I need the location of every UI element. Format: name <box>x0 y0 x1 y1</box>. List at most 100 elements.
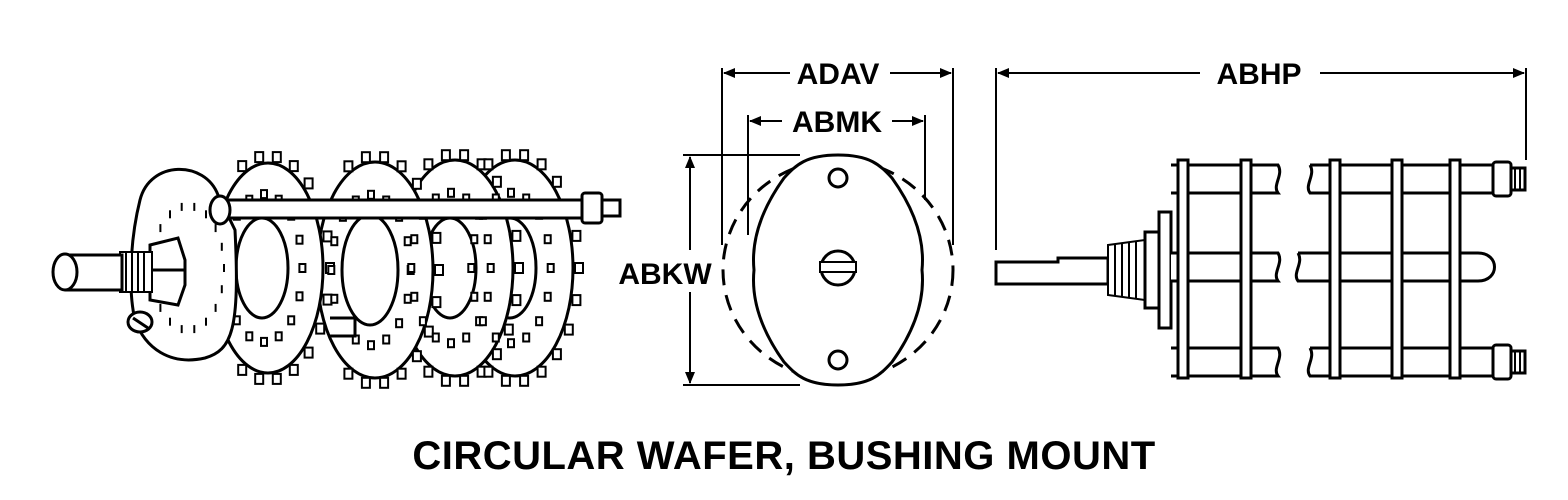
contact-tooth <box>396 367 407 380</box>
contact-slot <box>462 332 471 343</box>
contact-tooth <box>431 296 442 309</box>
contact-slot <box>507 338 515 349</box>
contact-tooth <box>551 175 562 188</box>
contact-slot <box>367 189 375 200</box>
contact-slot <box>327 265 336 275</box>
contact-slot <box>410 234 419 245</box>
contact-slot <box>431 332 440 343</box>
threaded-bushing <box>119 251 153 293</box>
contact-tooth <box>271 372 282 385</box>
contact-slot <box>507 187 515 198</box>
contact-slot <box>478 316 487 327</box>
side-rods-right <box>1294 163 1497 378</box>
contact-tooth <box>514 262 524 274</box>
contact-slot <box>546 263 555 273</box>
dim-abmk <box>747 115 926 235</box>
contact-tooth <box>423 365 434 378</box>
contact-tooth <box>511 229 522 242</box>
side-wafer-plates <box>1176 158 1462 380</box>
contact-slot <box>403 236 412 247</box>
contact-tooth <box>411 350 422 363</box>
contact-tooth <box>343 160 354 173</box>
contact-tooth <box>303 177 314 190</box>
contact-slot <box>447 338 455 349</box>
contact-tooth <box>500 374 511 387</box>
contact-tooth <box>511 294 522 307</box>
contact-tooth <box>563 323 574 336</box>
contact-tooth <box>254 372 265 385</box>
contact-tooth <box>288 160 299 173</box>
contact-tooth <box>423 325 434 338</box>
contact-tooth <box>483 158 494 171</box>
contact-slot <box>467 263 476 273</box>
contact-tooth <box>491 175 502 188</box>
contact-slot <box>491 332 500 343</box>
contact-tooth <box>574 262 584 274</box>
side-end-nut-top <box>1491 160 1527 198</box>
contact-slot <box>486 263 495 273</box>
contact-tooth <box>396 160 407 173</box>
contact-slot <box>447 187 455 198</box>
contact-tooth <box>431 231 442 244</box>
contact-tooth <box>571 229 582 242</box>
isometric-switch-view <box>51 149 622 389</box>
contact-slot <box>403 293 412 304</box>
side-view <box>994 68 1527 381</box>
dim-label-abmk: ABMK <box>792 106 882 139</box>
contact-slot <box>470 234 479 245</box>
contact-slot <box>330 236 339 247</box>
side-threaded-bushing <box>1107 238 1146 302</box>
contact-tooth <box>434 264 444 276</box>
contact-tooth <box>440 149 451 162</box>
contact-slot <box>522 332 531 343</box>
mounting-hole-top <box>827 167 849 189</box>
contact-tooth <box>519 374 530 387</box>
contact-slot <box>483 234 492 245</box>
contact-slot <box>274 331 283 342</box>
contact-tooth <box>271 151 282 164</box>
contact-tooth <box>500 149 511 162</box>
side-end-nut-bottom <box>1491 343 1527 381</box>
contact-tooth <box>483 365 494 378</box>
contact-slot <box>298 263 307 273</box>
contact-slot <box>483 291 492 302</box>
contact-tooth <box>503 323 514 336</box>
contact-slot <box>295 291 304 302</box>
contact-slot <box>407 263 416 273</box>
contact-slot <box>395 318 404 329</box>
shaft <box>51 252 124 292</box>
contact-slot <box>535 316 544 327</box>
contact-slot <box>260 336 268 347</box>
contact-tooth <box>315 322 326 335</box>
contact-slot <box>382 334 391 345</box>
contact-tooth <box>536 365 547 378</box>
contact-tooth <box>303 346 314 359</box>
bushing-nut <box>148 236 187 307</box>
dim-abkw <box>683 154 800 386</box>
contact-tooth <box>360 151 371 164</box>
contact-tooth <box>254 151 265 164</box>
mounting-hole-bottom <box>827 349 849 371</box>
dim-label-adav: ADAV <box>797 58 880 91</box>
contact-tooth <box>491 348 502 361</box>
rod-nut-top <box>580 191 622 225</box>
contact-tooth <box>379 376 390 389</box>
contact-tooth <box>237 160 248 173</box>
contact-slot <box>470 291 479 302</box>
contact-tooth <box>551 348 562 361</box>
contact-tooth <box>411 177 422 190</box>
contact-tooth <box>536 158 547 171</box>
contact-tooth <box>440 374 451 387</box>
dim-label-abhp: ABHP <box>1216 58 1301 91</box>
contact-slot <box>295 234 304 245</box>
contact-slot <box>330 293 339 304</box>
contact-slot <box>245 331 254 342</box>
contact-tooth <box>360 376 371 389</box>
contact-slot <box>418 316 427 327</box>
dim-abhp <box>995 68 1527 250</box>
contact-tooth <box>459 149 470 162</box>
contact-tooth <box>237 363 248 376</box>
side-bushing-nut <box>1143 230 1161 310</box>
front-view: ADAV ABMK ABKW <box>618 58 955 387</box>
